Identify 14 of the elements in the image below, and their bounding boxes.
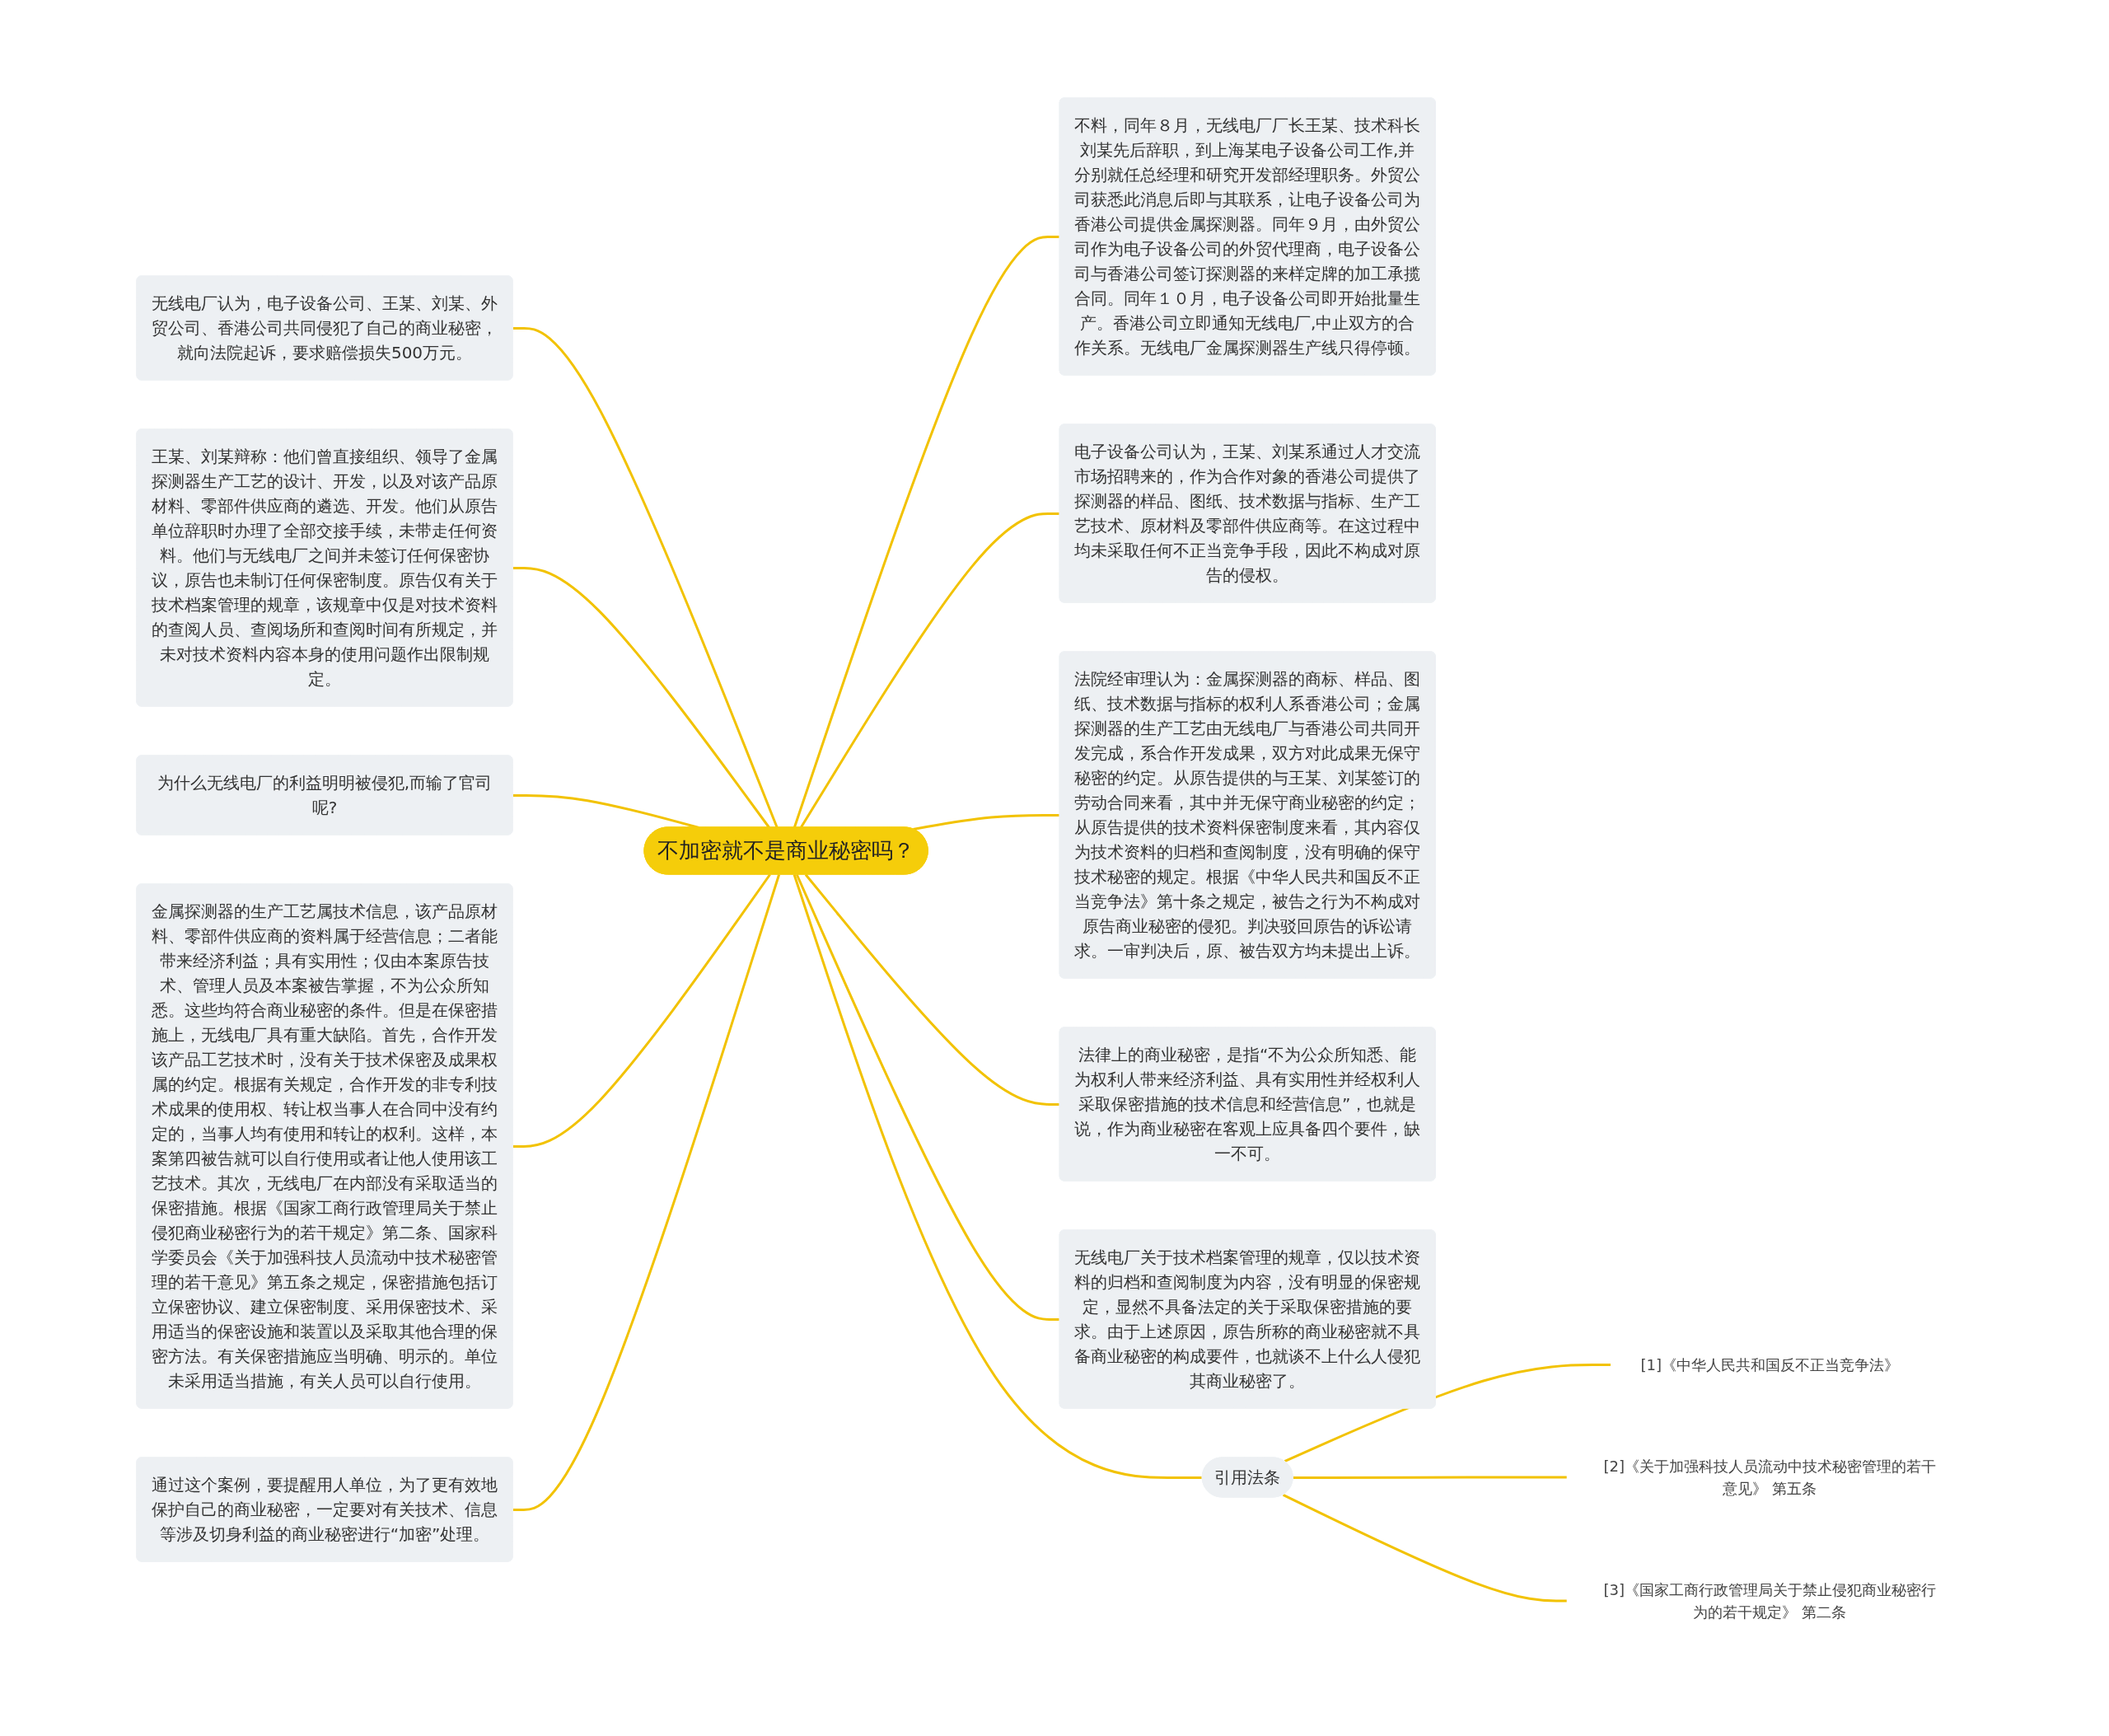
node-text: [2]《关于加强科技人员流动中技术秘密管理的若干意见》 第五条 (1603, 1457, 1936, 1497)
connector (804, 873, 1060, 1106)
connector (913, 813, 1060, 831)
connector (799, 512, 1060, 829)
connector (512, 874, 780, 1511)
connector (793, 874, 1203, 1479)
connector (1284, 1364, 1611, 1463)
connector (793, 235, 1060, 828)
connector (795, 873, 1060, 1321)
node-text: [1]《中华人民共和国反不正当竞争法》 (1640, 1355, 1899, 1373)
node-text: [3]《国家工商行政管理局关于禁止侵犯商业秘密行为的若干规定》 第二条 (1603, 1580, 1936, 1621)
connector (1293, 1476, 1568, 1479)
connector (1282, 1494, 1568, 1603)
connector (512, 873, 771, 1148)
